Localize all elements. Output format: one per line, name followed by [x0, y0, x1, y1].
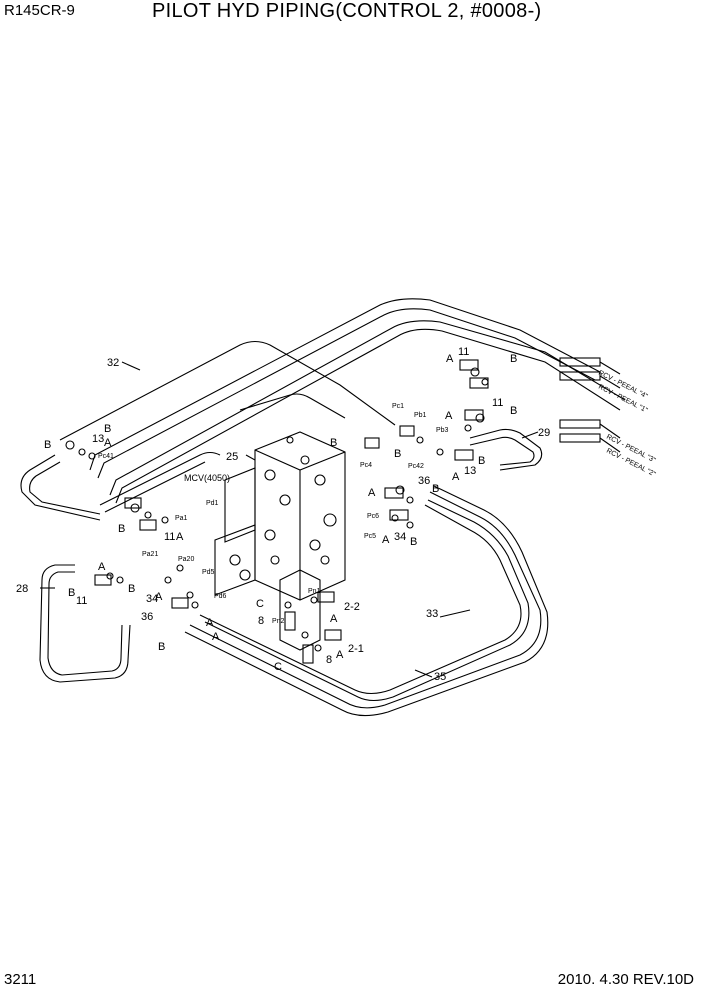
port-code-pn1: Pn1: [308, 588, 321, 595]
part-number: 25: [226, 451, 238, 463]
svg-text:B: B: [510, 353, 517, 365]
hose-25: [99, 451, 221, 506]
svg-text:B: B: [394, 448, 401, 460]
hose-35: [189, 491, 542, 709]
svg-text:B: B: [44, 439, 51, 451]
svg-text:B: B: [68, 587, 75, 599]
svg-text:A: A: [206, 617, 214, 629]
port-code-pa21: Pa21: [142, 551, 158, 558]
port-code-pc42: Pc42: [408, 463, 424, 470]
port-code-pc4: Pc4: [360, 462, 372, 469]
svg-text:A: A: [382, 534, 390, 546]
port-code-pb3: Pb3: [436, 427, 449, 434]
svg-text:A: A: [155, 591, 163, 603]
part-number: 11: [492, 397, 503, 409]
port-code-pb1: Pb1: [414, 412, 427, 419]
part-number: 29: [538, 427, 550, 439]
part-number: 36: [418, 475, 430, 487]
svg-text:B: B: [330, 437, 337, 449]
hose-33: [199, 504, 522, 695]
port-code-pc5: Pc5: [364, 533, 376, 540]
svg-text:A: A: [452, 471, 460, 483]
svg-text:B: B: [478, 455, 485, 467]
svg-text:A: A: [330, 613, 338, 625]
port-code-pd5: Pd5: [202, 569, 215, 576]
port-code-pn2: Pn2: [272, 618, 285, 625]
port-code-pc1: Pc1: [392, 403, 404, 410]
hose-upper-2: [97, 308, 596, 479]
part-number: 33: [426, 608, 438, 620]
part-number: 13: [464, 465, 476, 477]
svg-text:C: C: [256, 598, 264, 610]
svg-text:A: A: [336, 649, 344, 661]
svg-text:A: A: [176, 531, 184, 543]
hose-32: [59, 340, 396, 441]
svg-text:A: A: [98, 561, 106, 573]
port-code-pa20: Pa20: [178, 556, 194, 563]
svg-text:A: A: [445, 410, 453, 422]
part-number: 34: [146, 593, 158, 605]
svg-text:A: A: [368, 487, 376, 499]
svg-text:B: B: [410, 536, 417, 548]
hose-upper-outer: [89, 298, 601, 471]
part-number: 8: [258, 615, 264, 627]
svg-text:C: C: [274, 661, 282, 673]
part-number: 11: [458, 346, 469, 358]
svg-text:A: A: [104, 437, 112, 449]
revision-date: 2010. 4.30 REV.10D: [557, 971, 694, 988]
svg-text:B: B: [432, 483, 439, 495]
hose-28: [39, 564, 131, 683]
part-number: 28: [16, 583, 28, 595]
port-code-pd6: Pd6: [214, 593, 227, 600]
part-number: 2-1: [348, 643, 364, 655]
hose-upper-4: [115, 328, 621, 504]
port-code-pc41: Pc41: [98, 453, 114, 460]
port-code-pa1: Pa1: [175, 515, 188, 522]
svg-text:B: B: [128, 583, 135, 595]
part-number: 13: [92, 433, 104, 445]
part-number: 35: [434, 671, 446, 683]
model-number: R145CR-9: [4, 2, 75, 19]
svg-text:A: A: [212, 631, 220, 643]
svg-text:B: B: [510, 405, 517, 417]
part-number: 8: [326, 654, 332, 666]
svg-text:B: B: [158, 641, 165, 653]
valve-label: MCV(4050): [184, 473, 230, 483]
hose-29: [469, 428, 543, 471]
part-number: 2-2: [344, 601, 360, 613]
page-title: PILOT HYD PIPING(CONTROL 2, #0008-): [152, 0, 542, 22]
svg-text:B: B: [118, 523, 125, 535]
part-number: 11: [76, 595, 87, 607]
part-number: 34: [394, 531, 406, 543]
port-code-pd1: Pd1: [206, 500, 219, 507]
port-code-pc6: Pc6: [367, 513, 379, 520]
page-number: 3211: [4, 971, 37, 988]
part-number: 11: [164, 531, 175, 543]
svg-text:B: B: [104, 423, 111, 435]
part-number: 32: [107, 357, 119, 369]
hose-upper-3: [109, 320, 626, 496]
part-number: 36: [141, 611, 153, 623]
svg-text:A: A: [446, 353, 454, 365]
